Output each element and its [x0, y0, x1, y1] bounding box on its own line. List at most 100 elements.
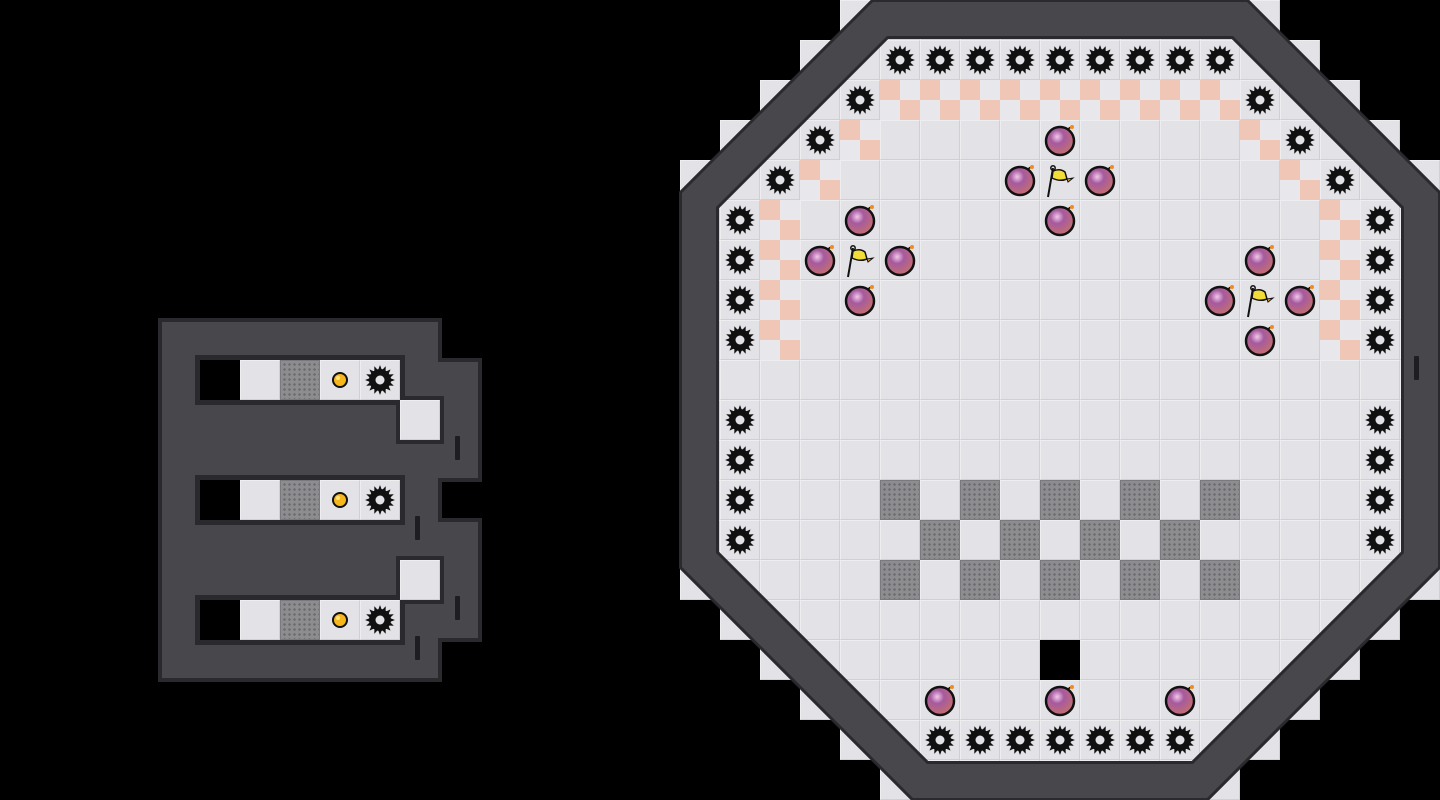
floor-tile [1080, 120, 1120, 160]
floor-tile [840, 520, 880, 560]
floor-tile [880, 520, 920, 560]
checker-tile [1040, 80, 1080, 120]
floor-tile [1160, 480, 1200, 520]
floor-tile [1240, 600, 1280, 640]
pit-hole [200, 360, 240, 400]
floor-tile [1200, 120, 1240, 160]
floor-tile [840, 720, 880, 760]
floor-tile [1280, 680, 1320, 720]
floor-tile [920, 0, 960, 40]
floor-tile [960, 120, 1000, 160]
floor-tile [1280, 40, 1320, 80]
floor-tile [1200, 200, 1240, 240]
floor-tile [1240, 360, 1280, 400]
floor-tile [1240, 520, 1280, 560]
gear-icon [1360, 400, 1400, 440]
floor-tile [240, 600, 280, 640]
floor-tile [1120, 200, 1160, 240]
floor-tile [1200, 240, 1240, 280]
floor-tile [960, 200, 1000, 240]
floor-tile [1000, 240, 1040, 280]
floor-tile [840, 360, 880, 400]
floor-tile [1000, 280, 1040, 320]
grate-tile [960, 480, 1000, 520]
floor-tile [800, 520, 840, 560]
floor-tile [720, 120, 760, 160]
pit-hole [1040, 640, 1080, 680]
floor-tile [760, 80, 800, 120]
floor-tile [1240, 440, 1280, 480]
floor-tile [1320, 360, 1360, 400]
floor-tile [840, 0, 880, 40]
floor-tile [1280, 440, 1320, 480]
floor-tile [1160, 360, 1200, 400]
floor-tile [1000, 760, 1040, 800]
floor-tile [800, 400, 840, 440]
floor-tile [880, 360, 920, 400]
floor-tile [960, 640, 1000, 680]
floor-tile [1120, 440, 1160, 480]
checker-tile [1320, 200, 1360, 240]
floor-tile [920, 760, 960, 800]
floor-tile [760, 600, 800, 640]
floor-tile [1080, 560, 1120, 600]
floor-tile [960, 440, 1000, 480]
floor-tile [1160, 0, 1200, 40]
checker-tile [840, 120, 880, 160]
checker-tile [1200, 80, 1240, 120]
bomb-icon [920, 680, 960, 720]
floor-tile [680, 560, 720, 600]
bomb-icon [1160, 680, 1200, 720]
floor-tile [960, 760, 1000, 800]
floor-tile [1000, 600, 1040, 640]
coin-icon [320, 480, 360, 520]
floor-tile [840, 680, 880, 720]
floor-tile [880, 400, 920, 440]
floor-tile [920, 120, 960, 160]
floor-tile [1320, 400, 1360, 440]
floor-tile [1040, 760, 1080, 800]
floor-tile [800, 600, 840, 640]
floor-tile [1320, 520, 1360, 560]
floor-tile [1120, 240, 1160, 280]
bomb-icon [1200, 280, 1240, 320]
floor-tile [800, 360, 840, 400]
floor-tile [1040, 240, 1080, 280]
floor-tile [1160, 440, 1200, 480]
floor-tile [1080, 440, 1120, 480]
floor-tile [1080, 320, 1120, 360]
floor-tile [1200, 600, 1240, 640]
floor-tile [960, 360, 1000, 400]
floor-tile [1400, 280, 1440, 320]
floor-tile [680, 520, 720, 560]
grate-tile [280, 480, 320, 520]
floor-tile [1160, 160, 1200, 200]
floor-tile [1240, 160, 1280, 200]
bomb-icon [1000, 160, 1040, 200]
gear-icon [720, 440, 760, 480]
floor-tile [240, 480, 280, 520]
floor-tile [1200, 640, 1240, 680]
floor-tile [1040, 0, 1080, 40]
grate-tile [280, 360, 320, 400]
floor-tile [960, 240, 1000, 280]
bomb-icon [1240, 240, 1280, 280]
floor-tile [840, 160, 880, 200]
gear-icon [760, 160, 800, 200]
floor-tile [920, 640, 960, 680]
floor-tile [1080, 400, 1120, 440]
floor-tile [760, 120, 800, 160]
floor-tile [760, 640, 800, 680]
floor-tile [1280, 320, 1320, 360]
floor-tile [880, 320, 920, 360]
floor-tile [680, 360, 720, 400]
grate-tile [1040, 480, 1080, 520]
floor-tile [1120, 640, 1160, 680]
floor-tile [760, 400, 800, 440]
floor-tile [840, 320, 880, 360]
floor-tile [880, 0, 920, 40]
gear-icon [920, 720, 960, 760]
floor-tile [1120, 400, 1160, 440]
floor-tile [800, 280, 840, 320]
floor-tile [840, 560, 880, 600]
